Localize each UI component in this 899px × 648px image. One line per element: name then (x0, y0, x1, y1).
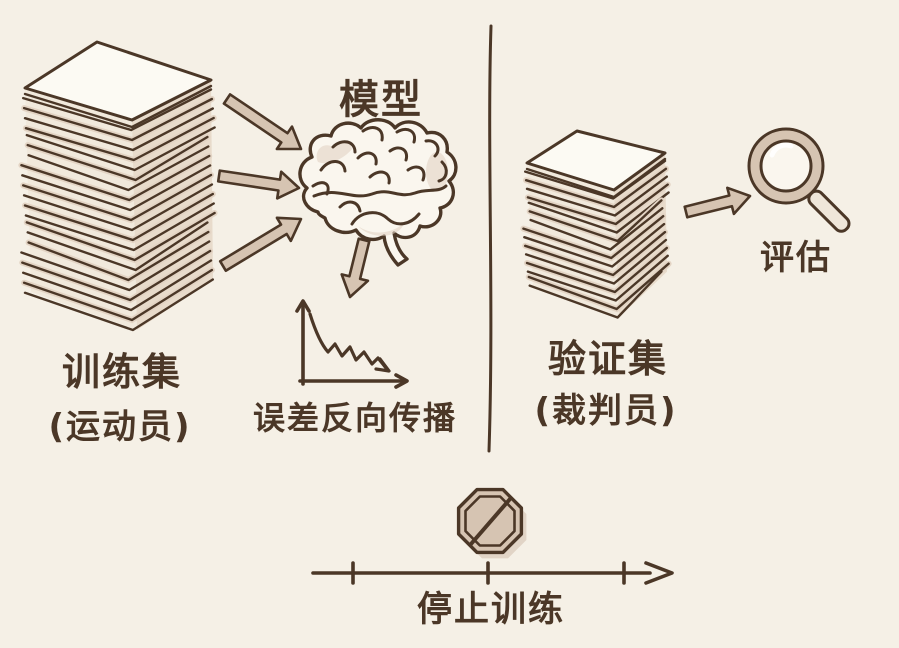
paper-edge (22, 259, 213, 312)
loss-y-arrowhead (295, 299, 311, 313)
paper-edge (528, 270, 663, 319)
paper-edge (22, 173, 213, 222)
training-set-label: 训练集 (61, 350, 183, 394)
stop-sign-slash (469, 497, 512, 546)
paper-edge (20, 154, 211, 202)
paper-edge (529, 207, 664, 251)
training-paper-stack-icon (18, 40, 218, 332)
paper-edge (525, 175, 668, 217)
timeline-arrowhead (644, 561, 674, 585)
paper-edge (524, 230, 667, 277)
magnifier-lens (759, 139, 813, 193)
stop-sign-inner (464, 495, 516, 547)
paper-edge (20, 240, 211, 292)
paper-edge (523, 222, 666, 268)
backprop-label: 误差反向传播 (252, 399, 458, 437)
paper-edge (27, 230, 210, 282)
validation-paper-stack-icon (520, 129, 672, 319)
paper-edge (25, 211, 216, 262)
magnifier-highlight (769, 142, 794, 158)
paper-edge (24, 202, 215, 252)
brain-folds (311, 126, 448, 226)
flow-arrows (216, 93, 752, 299)
magnifier-icon (747, 127, 851, 233)
paper-edge (26, 135, 209, 182)
validation-set-role-label: (裁判员) (534, 391, 678, 431)
paper-edge (25, 126, 216, 172)
paper-edge (21, 249, 212, 302)
paper-edge (526, 183, 669, 226)
loss-curve-icon (295, 299, 409, 389)
arrow-icon (218, 216, 303, 273)
paper-edge (526, 254, 669, 302)
loss-curve (308, 312, 388, 370)
paper-edge (21, 164, 212, 212)
magnifier-handle (807, 189, 851, 233)
top-sheet-edge (23, 84, 213, 129)
timeline-arrow-icon (311, 561, 674, 585)
arrow-icon (340, 237, 371, 299)
loss-x-arrowhead (394, 373, 409, 389)
paper-edge (524, 238, 668, 285)
paper-edge (24, 116, 215, 162)
paper-edge (22, 88, 213, 132)
stack-left-face (25, 88, 137, 330)
paper-edge (22, 97, 214, 142)
arrow-icon (222, 93, 303, 151)
paper-edge (527, 262, 670, 311)
paper-edge (27, 145, 210, 192)
validation-set-label: 验证集 (547, 337, 669, 381)
training-set-role-label: (运动员) (48, 407, 192, 447)
model-label: 模型 (339, 77, 423, 123)
loss-curve-arrowhead (374, 357, 391, 373)
brain-shading (358, 223, 404, 236)
top-sheet-edge (525, 157, 667, 199)
paper-edge (525, 246, 668, 294)
paper-edge (23, 278, 214, 332)
paper-edge (23, 192, 214, 242)
stop-sign-icon (456, 487, 527, 559)
stop-training-label: 停止训练 (416, 590, 566, 630)
paper-edge (23, 107, 214, 152)
brain-icon (298, 118, 458, 267)
brain-shading (316, 141, 352, 164)
top-sheet (525, 129, 667, 192)
paper-edge (522, 215, 665, 260)
paper-edge (524, 159, 667, 200)
evaluate-label: 评估 (760, 238, 832, 278)
arrow-icon (683, 186, 752, 219)
arrow-icon (216, 169, 301, 200)
paper-edge (528, 199, 663, 243)
paper-edge (26, 221, 209, 272)
top-sheet (23, 40, 213, 122)
paper-edge (22, 183, 214, 232)
divider-stroke (487, 24, 493, 453)
divider-line (487, 24, 493, 453)
paper-edge (22, 268, 214, 322)
paper-edge (524, 167, 668, 209)
